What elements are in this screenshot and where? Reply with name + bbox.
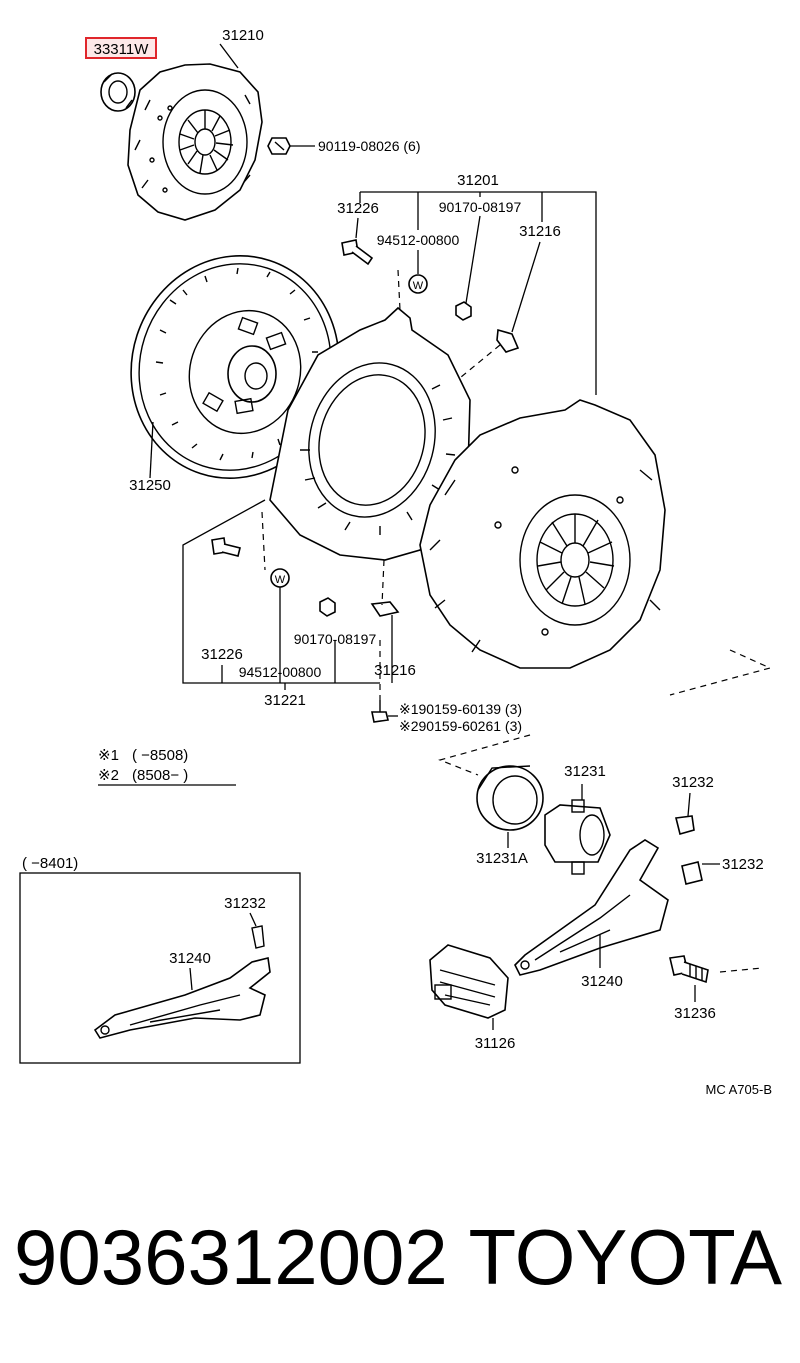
part-label-31236[interactable]: 31236 — [674, 1005, 716, 1022]
part-label-31226-upper[interactable]: 31226 — [337, 200, 379, 217]
clutch-cover-top-part — [127, 63, 263, 221]
pressure-plate-ring-part — [269, 306, 471, 561]
nut-kit-lower-part — [319, 597, 336, 617]
note-1-range: ( −8508) — [132, 747, 188, 764]
bolt-kit-upper-part — [341, 239, 374, 266]
release-bearing-part — [100, 72, 136, 112]
part-label-31232-b[interactable]: 31232 — [722, 856, 764, 873]
small-bolt-part — [371, 700, 389, 723]
part-label-31232-a[interactable]: 31232 — [672, 774, 714, 791]
bolt-top-part — [267, 137, 291, 155]
fork-part — [514, 839, 669, 976]
bearing-sleeve-part — [476, 765, 544, 831]
clip-kit-upper-part — [496, 328, 520, 353]
part-label-31231[interactable]: 31231 — [564, 763, 606, 780]
part-label-31240-inset[interactable]: 31240 — [169, 950, 211, 967]
washer-kit-upper-part: W — [408, 274, 428, 294]
brand-footer: TOYOTA — [469, 1213, 783, 1301]
part-label-94512-00800-lower[interactable]: 94512-00800 — [239, 664, 322, 680]
inset-box — [19, 872, 301, 1064]
part-label-31221[interactable]: 31221 — [264, 692, 306, 709]
part-label-90170-08197-lower[interactable]: 90170-08197 — [294, 631, 377, 647]
bolt-kit-lower-part — [211, 537, 241, 557]
part-label-31232-inset[interactable]: 31232 — [224, 895, 266, 912]
part-label-31216-upper[interactable]: 31216 — [519, 223, 561, 240]
part-label-90170-08197-upper[interactable]: 90170-08197 — [439, 199, 522, 215]
diagram-ref: MC A705-B — [706, 1082, 772, 1097]
boot-part — [429, 944, 509, 1019]
svg-text:W: W — [275, 574, 286, 586]
part-label-90159-60139[interactable]: ※190159-60139 (3) — [399, 701, 522, 717]
part-label-94512-00800-upper[interactable]: 94512-00800 — [377, 232, 460, 248]
part-label-31201[interactable]: 31201 — [457, 172, 499, 189]
clip-a-part — [675, 815, 695, 835]
inset-clip-part — [251, 925, 265, 949]
part-label-33311w[interactable]: 33311W — [94, 41, 150, 58]
clip-b-part — [681, 861, 703, 885]
part-number-footer: 9036312002 — [14, 1213, 448, 1301]
pivot-stud-part — [669, 955, 709, 984]
clip-kit-lower-part — [370, 601, 400, 617]
part-label-90159-60261[interactable]: ※290159-60261 (3) — [399, 718, 522, 734]
part-label-31126[interactable]: 31126 — [475, 1035, 516, 1052]
clutch-cover-main-part — [419, 399, 666, 669]
part-label-31231a[interactable]: 31231A — [476, 850, 528, 867]
note-2-mark: ※2 — [98, 767, 119, 784]
part-label-90119-08026[interactable]: 90119-08026 (6) — [318, 138, 420, 154]
hub-part — [544, 799, 611, 875]
washer-kit-lower-part: W — [270, 568, 290, 588]
note-2-range: (8508− ) — [132, 767, 188, 784]
part-label-31240[interactable]: 31240 — [581, 973, 623, 990]
inset-fork-part — [93, 957, 271, 1039]
note-1-mark: ※1 — [98, 747, 119, 764]
part-label-31210[interactable]: 31210 — [222, 27, 264, 44]
part-label-31226-lower[interactable]: 31226 — [201, 646, 243, 663]
nut-kit-upper-part — [455, 301, 472, 321]
svg-text:W: W — [413, 280, 424, 292]
part-label-31250[interactable]: 31250 — [129, 477, 171, 494]
part-label-31216-lower[interactable]: 31216 — [374, 662, 416, 679]
highlighted-part-box[interactable] — [85, 37, 157, 59]
inset-range: ( −8401) — [22, 855, 78, 872]
